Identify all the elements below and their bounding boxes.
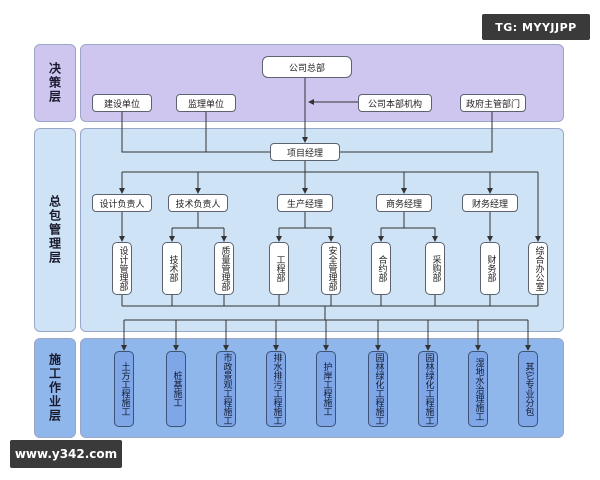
bottom-watermark: www.y342.com — [10, 440, 122, 468]
production-manager-node: 生产经理 — [277, 194, 333, 212]
general-label-band — [34, 128, 76, 332]
work-node-earthwork: 土方工程施工 — [114, 351, 134, 427]
general-office-node: 综合办公室 — [528, 242, 548, 295]
finance-manager-node: 财务经理 — [462, 194, 518, 212]
construction-layer-label: 施工作业层 — [47, 353, 62, 423]
work-node-landscaping-2: 园林绿化工程施工 — [418, 351, 438, 427]
decision-label-band — [34, 44, 76, 122]
general-band — [80, 128, 564, 332]
decision-layer-label: 决策层 — [47, 62, 62, 104]
work-node-municipal-landscape: 市政景观工程施工 — [216, 351, 236, 427]
hq-department-node: 公司本部机构 — [358, 94, 432, 112]
construction-label-band — [34, 338, 76, 438]
tech-lead-node: 技术负责人 — [168, 194, 228, 212]
work-node-revetment: 护岸工程施工 — [316, 351, 336, 427]
gov-department-node: 政府主管部门 — [460, 94, 526, 112]
quality-mgmt-node: 质量管理部 — [214, 242, 234, 295]
work-node-piling: 桩基施工 — [166, 351, 186, 427]
construction-unit-node: 建设单位 — [92, 94, 152, 112]
company-hq-node: 公司总部 — [262, 56, 352, 78]
work-node-other-subcontract: 其它专业分包 — [518, 351, 538, 427]
design-lead-node: 设计负责人 — [92, 194, 152, 212]
supervision-unit-node: 监理单位 — [176, 94, 236, 112]
work-node-drainage: 排水排污工程施工 — [266, 351, 286, 427]
tech-dept-node: 技术部 — [162, 242, 182, 295]
business-manager-node: 商务经理 — [376, 194, 432, 212]
general-layer-label: 总包管理层 — [47, 195, 62, 265]
purchasing-node: 采购部 — [425, 242, 445, 295]
project-manager-node: 项目经理 — [270, 143, 340, 161]
link-gov-dept — [340, 112, 493, 153]
top-watermark: TG: MYYJJPP — [482, 14, 590, 40]
engineering-node: 工程部 — [269, 242, 289, 295]
contract-node: 合约部 — [371, 242, 391, 295]
finance-dept-node: 财务部 — [480, 242, 500, 295]
link-construction-unit — [121, 112, 270, 153]
design-mgmt-node: 设计管理部 — [112, 242, 132, 295]
work-node-wetland: 湿地水治理施工 — [468, 351, 488, 427]
work-node-landscaping-1: 园林绿化工程施工 — [368, 351, 388, 427]
safety-mgmt-node: 安全管理部 — [321, 242, 341, 295]
